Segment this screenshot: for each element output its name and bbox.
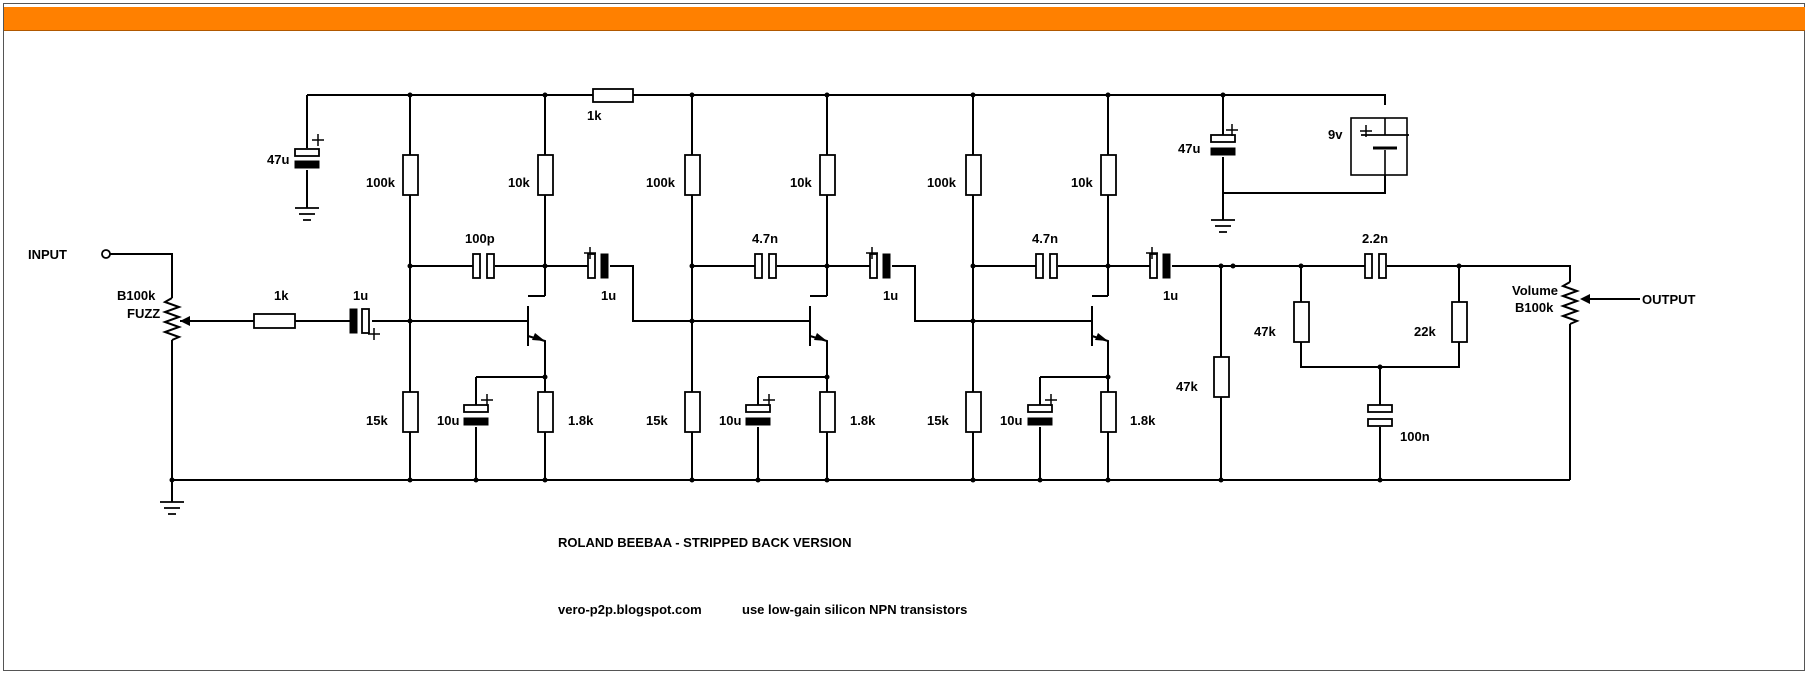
transistor-note: use low-gain silicon NPN transistors xyxy=(742,602,967,617)
stage2-bias-bottom-label: 15k xyxy=(646,413,668,428)
input-resistor-1k xyxy=(253,313,296,329)
fuzz-pot-value: B100k xyxy=(117,288,156,303)
filter-cap-label: 47u xyxy=(267,152,289,167)
transistor-q1 xyxy=(527,306,545,346)
ground-symbols xyxy=(160,207,1235,515)
tone-right-resistor xyxy=(1451,301,1468,343)
stage3-emitter-label: 1.8k xyxy=(1130,413,1156,428)
stage1-bias-top-resistor xyxy=(402,154,419,196)
stage3-output-cap-label: 1u xyxy=(1163,288,1178,303)
stage2-feedback-cap-label: 4.7n xyxy=(752,231,778,246)
input-cap-label: 1u xyxy=(353,288,368,303)
stage2-output-cap-label: 1u xyxy=(883,288,898,303)
stage1-emitter-label: 1.8k xyxy=(568,413,594,428)
stage1-feedback-cap xyxy=(472,253,495,279)
junction-dots xyxy=(169,92,1462,483)
tone-bridge-cap xyxy=(1364,253,1387,279)
stage3-bias-bottom-label: 15k xyxy=(927,413,949,428)
polarity-marks xyxy=(312,124,1238,406)
tone-shunt-cap-label: 100n xyxy=(1400,429,1430,444)
volume-pot xyxy=(1560,281,1590,325)
stage1-collector-resistor xyxy=(537,154,554,196)
stage2-emitter-cap-electrolytic xyxy=(745,404,771,426)
stage3-bias-top-label: 100k xyxy=(927,175,957,190)
stage1-bias-bottom-resistor xyxy=(402,391,419,433)
stage2-output-cap-electrolytic xyxy=(869,253,891,279)
transistor-q3 xyxy=(1091,306,1108,346)
volume-pot-label: Volume xyxy=(1512,283,1558,298)
stage2-emitter-cap-label: 10u xyxy=(719,413,741,428)
stage3-output-cap-electrolytic xyxy=(1149,253,1171,279)
tone-bridge-cap-label: 2.2n xyxy=(1362,231,1388,246)
stage1-output-cap-electrolytic xyxy=(587,253,609,279)
rail-resistor-1k xyxy=(592,88,634,103)
input-terminal xyxy=(101,249,111,259)
component-labels: INPUT OUTPUT B100k FUZZ Volume B100k 9v … xyxy=(28,108,1696,444)
volume-pot-value: B100k xyxy=(1515,300,1554,315)
stage3-bias-bottom-resistor xyxy=(965,391,982,433)
schematic-frame xyxy=(3,3,1805,671)
stage1-emitter-cap-electrolytic xyxy=(463,404,489,426)
stage1-feedback-cap-label: 100p xyxy=(465,231,495,246)
stage2-bias-top-resistor xyxy=(684,154,701,196)
input-coupling-cap-electrolytic xyxy=(349,308,370,334)
stage3-emitter-cap-electrolytic xyxy=(1027,404,1053,426)
stage3-feedback-cap xyxy=(1035,253,1058,279)
tone-load-label: 47k xyxy=(1176,379,1198,394)
stage3-bias-top-resistor xyxy=(965,154,982,196)
capacitors xyxy=(294,134,1393,427)
battery-label: 9v xyxy=(1328,127,1343,142)
stage3-emitter-cap-label: 10u xyxy=(1000,413,1022,428)
input-resistor-label: 1k xyxy=(274,288,289,303)
wiring xyxy=(110,94,1640,502)
fuzz-pot xyxy=(162,297,200,341)
stage1-emitter-resistor xyxy=(537,391,554,433)
stage3-emitter-resistor xyxy=(1100,391,1117,433)
resistors xyxy=(253,88,1468,433)
stage2-feedback-cap xyxy=(754,253,777,279)
stage2-collector-resistor xyxy=(819,154,836,196)
stage2-emitter-label: 1.8k xyxy=(850,413,876,428)
tone-shunt-cap xyxy=(1367,404,1393,427)
stage3-feedback-cap-label: 4.7n xyxy=(1032,231,1058,246)
stage2-collector-label: 10k xyxy=(790,175,812,190)
filter-cap-47u-electrolytic xyxy=(294,148,320,169)
stage2-bias-bottom-resistor xyxy=(684,391,701,433)
stage2-emitter-resistor xyxy=(819,391,836,433)
stage3-collector-resistor xyxy=(1100,154,1117,196)
battery-9v xyxy=(1350,117,1409,176)
transistor-q2 xyxy=(809,306,827,346)
stage1-output-cap-label: 1u xyxy=(601,288,616,303)
tone-right-label: 22k xyxy=(1414,324,1436,339)
header-bar xyxy=(4,7,1805,31)
tone-left-label: 47k xyxy=(1254,324,1276,339)
fuzz-pot-label: FUZZ xyxy=(127,306,160,321)
blog-url: vero-p2p.blogspot.com xyxy=(558,602,702,617)
bulk-cap-label: 47u xyxy=(1178,141,1200,156)
bulk-cap-47u-electrolytic xyxy=(1210,134,1236,156)
stage3-collector-label: 10k xyxy=(1071,175,1093,190)
tone-left-resistor xyxy=(1293,301,1310,343)
output-label: OUTPUT xyxy=(1642,292,1696,307)
stage1-bias-bottom-label: 15k xyxy=(366,413,388,428)
schematic-title: ROLAND BEEBAA - STRIPPED BACK VERSION xyxy=(558,535,851,550)
stage1-bias-top-label: 100k xyxy=(366,175,396,190)
tone-load-resistor xyxy=(1213,356,1230,398)
stage2-bias-top-label: 100k xyxy=(646,175,676,190)
stage1-emitter-cap-label: 10u xyxy=(437,413,459,428)
stage1-collector-label: 10k xyxy=(508,175,530,190)
input-label: INPUT xyxy=(28,247,67,262)
rail-resistor-label: 1k xyxy=(587,108,602,123)
